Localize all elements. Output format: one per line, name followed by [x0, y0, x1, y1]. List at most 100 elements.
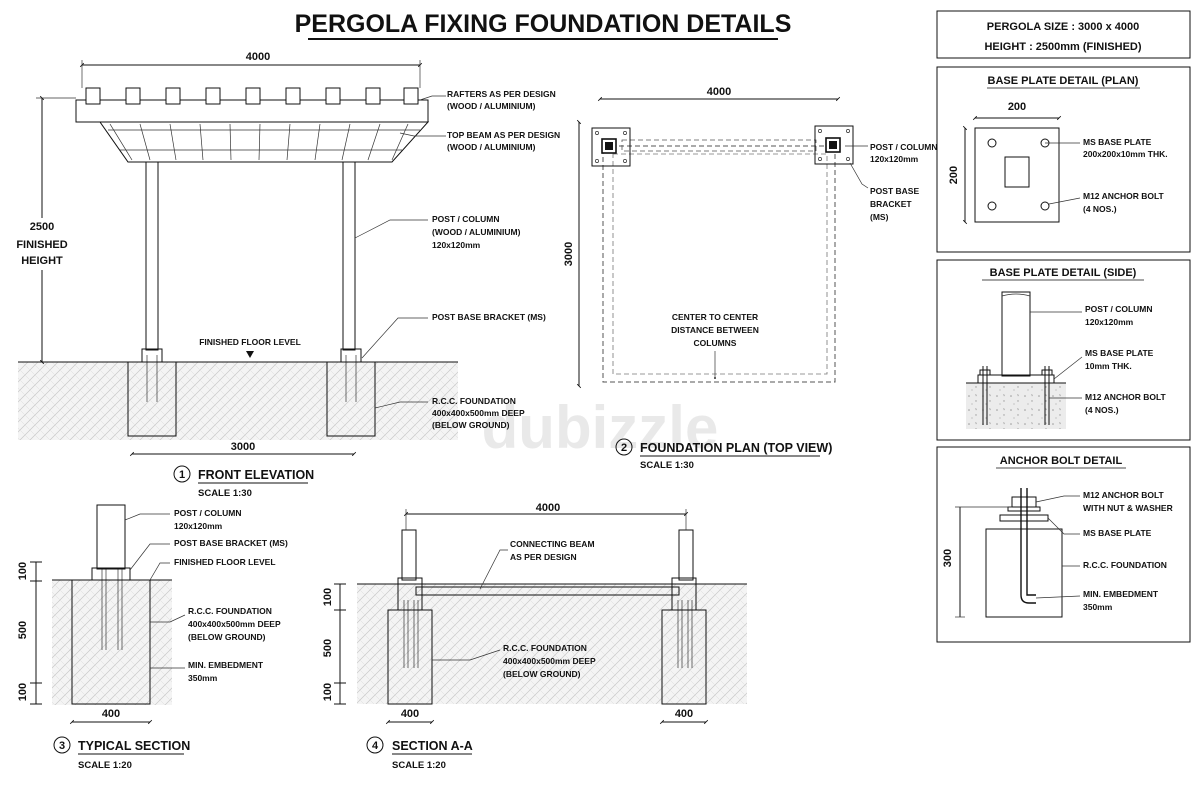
plan-dim-3000: 3000 — [563, 242, 575, 266]
plan-note-center-1: CENTER TO CENTER — [672, 312, 758, 322]
ts-note-bracket: POST BASE BRACKET (MS) — [174, 538, 288, 548]
ts-note-foundation-1: R.C.C. FOUNDATION — [188, 606, 272, 616]
ab-note-embed-2: 350mm — [1083, 602, 1113, 612]
caption-typical-section: TYPICAL SECTION — [78, 739, 190, 753]
aa-dim-400-right: 400 — [675, 708, 693, 720]
note-post-2: (WOOD / ALUMINIUM) — [432, 227, 521, 237]
heading-base-plate-side: BASE PLATE DETAIL (SIDE) — [990, 267, 1137, 279]
ab-note-foundation: R.C.C. FOUNDATION — [1083, 560, 1167, 570]
scale-foundation-plan: SCALE 1:30 — [640, 460, 694, 471]
note-topbeam-2: (WOOD / ALUMINIUM) — [447, 142, 536, 152]
base-plate-plan-detail: BASE PLATE DETAIL (PLAN) 200 200 MS BASE… — [936, 66, 1191, 253]
ts-note-foundation-2: 400x400x500mm DEEP — [188, 619, 281, 629]
aa-dim-100-bottom: 100 — [322, 683, 334, 701]
ground-hatch — [18, 362, 458, 440]
view-number-4: 4 — [372, 740, 379, 752]
note-post-1: POST / COLUMN — [432, 214, 500, 224]
ab-note-bolt-1: M12 ANCHOR BOLT — [1083, 490, 1165, 500]
ab-foundation — [985, 528, 1063, 618]
base-plate-square — [974, 127, 1060, 223]
plan-note-bracket-1: POST BASE — [870, 186, 919, 196]
caption-foundation-plan: FOUNDATION PLAN (TOP VIEW) — [640, 441, 832, 455]
plan-outline-inner — [612, 153, 828, 375]
bps-post — [1001, 291, 1031, 377]
aa-dim-100-top: 100 — [322, 588, 334, 606]
height-dim-value: 2500 — [30, 221, 54, 233]
aa-note-foundation-2: 400x400x500mm DEEP — [503, 656, 596, 666]
view-number-3: 3 — [59, 740, 65, 752]
foundation-plan: 4000 3000 POST / COLUMN 120x120mm POST B… — [563, 86, 938, 471]
plan-base-plate-right — [814, 125, 854, 165]
note-post-3: 120x120mm — [432, 240, 481, 250]
plan-note-post-2: 120x120mm — [870, 154, 919, 164]
ab-bolt-j — [1020, 488, 1036, 604]
ab-note-plate: MS BASE PLATE — [1083, 528, 1152, 538]
plan-note-bracket-2: BRACKET — [870, 199, 912, 209]
ts-note-foundation-3: (BELOW GROUND) — [188, 632, 266, 642]
bps-note-post-2: 120x120mm — [1085, 317, 1134, 327]
ts-dim-500: 500 — [17, 621, 29, 639]
aa-note-beam-1: CONNECTING BEAM — [510, 539, 595, 549]
anchor-bolt-detail: ANCHOR BOLT DETAIL 300 M12 ANCHOR BOLT W… — [936, 446, 1191, 643]
post-left — [145, 161, 159, 351]
bpp-note-plate-2: 200x200x10mm THK. — [1083, 149, 1168, 159]
bps-note-bolt-2: (4 NOS.) — [1085, 405, 1119, 415]
dim-text-4000: 4000 — [246, 51, 270, 63]
aa-dim-4000: 4000 — [536, 502, 560, 514]
height-dim-label-1: FINISHED — [16, 239, 67, 251]
plan-outline-outer — [602, 145, 836, 383]
aa-note-foundation-3: (BELOW GROUND) — [503, 669, 581, 679]
caption-front-elevation: FRONT ELEVATION — [198, 468, 314, 482]
post-right — [342, 161, 356, 351]
ts-note-post-2: 120x120mm — [174, 521, 223, 531]
column-footprint — [1004, 156, 1030, 188]
aa-note-foundation-1: R.C.C. FOUNDATION — [503, 643, 587, 653]
caption-section-aa: SECTION A-A — [392, 739, 473, 753]
ts-note-embed-2: 350mm — [188, 673, 218, 683]
note-foundation-3: (BELOW GROUND) — [432, 420, 510, 430]
ffl-label: FINISHED FLOOR LEVEL — [199, 337, 301, 347]
rafter-ends — [85, 87, 419, 105]
ab-note-embed-1: MIN. EMBEDMENT — [1083, 589, 1159, 599]
note-rafters-1: RAFTERS AS PER DESIGN — [447, 89, 556, 99]
bps-note-plate-2: 10mm THK. — [1085, 361, 1132, 371]
note-bracket: POST BASE BRACKET (MS) — [432, 312, 546, 322]
bpp-note-plate-1: MS BASE PLATE — [1083, 137, 1152, 147]
heading-anchor-bolt: ANCHOR BOLT DETAIL — [1000, 455, 1123, 467]
pergola-size-text: PERGOLA SIZE : 3000 x 4000 — [987, 21, 1139, 33]
bps-note-post-1: POST / COLUMN — [1085, 304, 1153, 314]
aa-dim-400-left: 400 — [401, 708, 419, 720]
bps-note-bolt-1: M12 ANCHOR BOLT — [1085, 392, 1167, 402]
view-number-2: 2 — [621, 442, 627, 454]
note-foundation-2: 400x400x500mm DEEP — [432, 408, 525, 418]
scale-typical-section: SCALE 1:20 — [78, 760, 132, 771]
bpp-dim-200-left: 200 — [948, 166, 960, 184]
view-number-circle-1 — [173, 465, 191, 483]
section-post — [96, 504, 126, 570]
ab-nut — [1011, 496, 1037, 508]
post-base-bracket-left — [141, 348, 163, 363]
bpp-dim-200-top: 200 — [1008, 101, 1026, 113]
plan-note-center-2: DISTANCE BETWEEN — [671, 325, 759, 335]
dim-text-3000: 3000 — [231, 441, 255, 453]
aa-note-beam-2: AS PER DESIGN — [510, 552, 577, 562]
bps-note-plate-1: MS BASE PLATE — [1085, 348, 1154, 358]
ffl-marker — [246, 351, 254, 358]
watermark-logo: dubizzle — [482, 394, 719, 461]
ts-note-embed-1: MIN. EMBEDMENT — [188, 660, 264, 670]
section-bracket — [91, 567, 131, 581]
plan-dim-4000: 4000 — [707, 86, 731, 98]
front-elevation: 4000 2500 FINISHED HEIGHT 3000 FINISHED … — [14, 51, 560, 499]
ts-note-ffl: FINISHED FLOOR LEVEL — [174, 557, 276, 567]
ab-dim-300: 300 — [942, 549, 954, 567]
aa-connecting-beam — [415, 586, 680, 596]
typical-section: 100 500 100 400 POST / COLUMN 120x120mm … — [17, 504, 288, 771]
plan-note-center-3: COLUMNS — [694, 338, 737, 348]
note-foundation-1: R.C.C. FOUNDATION — [432, 396, 516, 406]
bpp-note-bolt-1: M12 ANCHOR BOLT — [1083, 191, 1165, 201]
ab-note-bolt-2: WITH NUT & WASHER — [1083, 503, 1173, 513]
plan-base-plate-left — [591, 127, 631, 167]
pergola-height-text: HEIGHT : 2500mm (FINISHED) — [984, 41, 1141, 53]
heading-base-plate-plan: BASE PLATE DETAIL (PLAN) — [988, 75, 1139, 87]
